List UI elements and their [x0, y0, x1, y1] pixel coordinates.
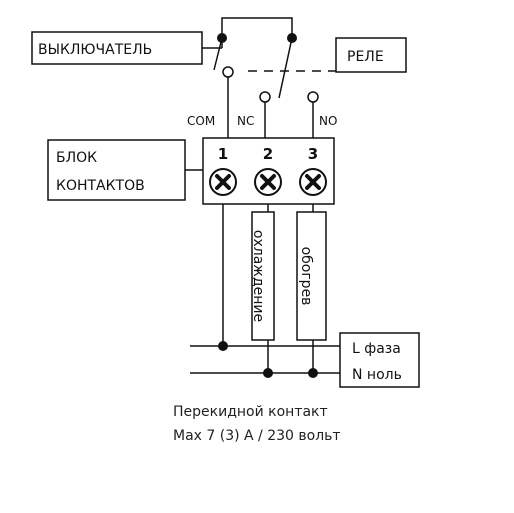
- contact-block-label-line1: БЛОК: [56, 150, 97, 166]
- heating-load: обогрев: [296, 211, 327, 341]
- nc-label: NC: [237, 114, 254, 128]
- cooling-load: охлаждение: [250, 211, 275, 341]
- switch-box: ВЫКЛЮЧАТЕЛЬ: [31, 31, 203, 65]
- neutral-junction-dot-heating: [308, 368, 318, 378]
- terminal-2-number: 2: [263, 145, 273, 163]
- caption-line1: Перекидной контакт: [173, 404, 328, 420]
- cooling-label: охлаждение: [250, 230, 266, 322]
- relay-label: РЕЛЕ: [347, 49, 384, 65]
- terminal-2-screw-icon: [254, 168, 282, 196]
- terminal-block: 1 2 3: [202, 137, 335, 205]
- caption-line2: Max 7 (3) A / 230 вольт: [173, 428, 341, 444]
- switch-label: ВЫКЛЮЧАТЕЛЬ: [38, 42, 152, 58]
- no-label: NO: [319, 114, 337, 128]
- neutral-label: N ноль: [352, 367, 402, 383]
- com-contact-icon: [222, 66, 234, 78]
- neutral-junction-dot-cooling: [263, 368, 273, 378]
- terminal-3-screw-icon: [299, 168, 327, 196]
- phase-junction-dot: [218, 341, 228, 351]
- switch-arm: [213, 37, 223, 71]
- terminal-3-number: 3: [308, 145, 318, 163]
- phase-label: L фаза: [352, 341, 401, 357]
- contact-block-label-box: БЛОК КОНТАКТОВ: [47, 139, 186, 201]
- no-contact-icon: [307, 91, 319, 103]
- heating-label: обогрев: [298, 247, 314, 306]
- relay-box: РЕЛЕ: [335, 37, 407, 73]
- com-label: COM: [187, 114, 215, 128]
- nc-contact-icon: [259, 91, 271, 103]
- relay-arm: [278, 37, 293, 99]
- terminal-1-number: 1: [218, 145, 228, 163]
- switch-bridge: [221, 17, 293, 48]
- contact-block-label-line2: КОНТАКТОВ: [56, 178, 145, 194]
- supply-box: L фаза N ноль: [339, 332, 420, 388]
- terminal-1-screw-icon: [209, 168, 237, 196]
